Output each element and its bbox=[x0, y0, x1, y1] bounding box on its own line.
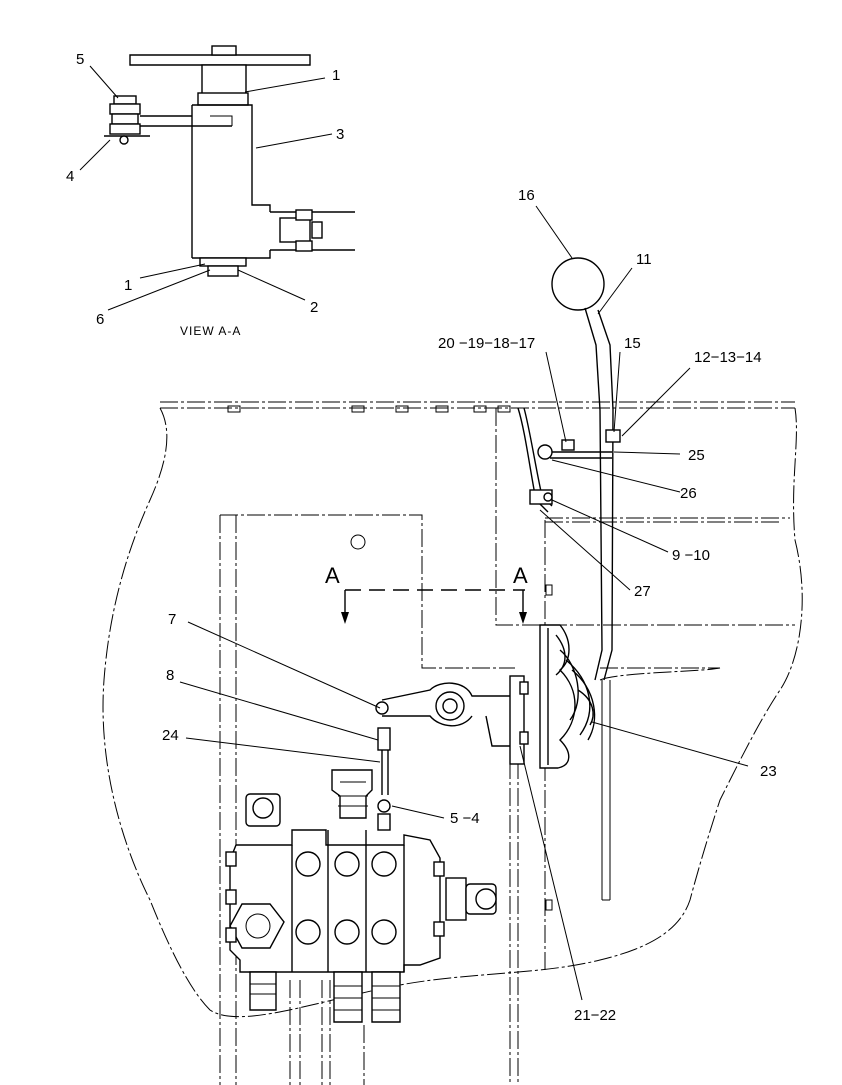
callout-label: 5 bbox=[76, 51, 84, 68]
main-view-leaders bbox=[179, 205, 749, 1001]
callout-label: 24 bbox=[162, 727, 179, 744]
cab-top-edge bbox=[160, 401, 795, 413]
link-rod bbox=[377, 727, 391, 831]
callout-label: 1 bbox=[332, 67, 340, 84]
callout-label: 12−13−14 bbox=[694, 349, 762, 366]
callout-label: 20 −19−18−17 bbox=[438, 335, 535, 352]
boot-assembly bbox=[509, 624, 596, 769]
callout-labels: 1 1 2 3 4 5 6 7 8 24 5 −4 16 11 20 −19−1… bbox=[66, 51, 777, 1024]
section-line-a-a bbox=[341, 589, 527, 624]
callout-label: 1 bbox=[124, 277, 132, 294]
callout-label: 5 −4 bbox=[450, 810, 480, 827]
callout-label: 7 bbox=[168, 611, 176, 628]
callout-label: 8 bbox=[166, 667, 174, 684]
callout-label: 25 bbox=[688, 447, 705, 464]
callout-label: 6 bbox=[96, 311, 104, 328]
section-marker-left: A bbox=[325, 563, 340, 588]
callout-label: 16 bbox=[518, 187, 535, 204]
callout-label: 26 bbox=[680, 485, 697, 502]
cab-outline bbox=[102, 407, 803, 1018]
panel-frame bbox=[219, 514, 515, 1085]
section-markers: A A bbox=[325, 563, 528, 588]
callout-label: 3 bbox=[336, 126, 344, 143]
callout-label: 4 bbox=[66, 168, 74, 185]
view-caption: VIEW A-A bbox=[180, 324, 241, 338]
bellcrank bbox=[375, 682, 510, 747]
callout-label: 23 bbox=[760, 763, 777, 780]
section-marker-right: A bbox=[513, 563, 528, 588]
view-caption-group: VIEW A-A bbox=[180, 324, 241, 338]
callout-label: 9 −10 bbox=[672, 547, 710, 564]
view-a-a-leaders bbox=[79, 65, 333, 311]
callout-label: 21−22 bbox=[574, 1007, 616, 1024]
callout-label: 2 bbox=[310, 299, 318, 316]
control-lever bbox=[551, 257, 614, 901]
valve-bank bbox=[225, 769, 497, 1085]
upper-linkage bbox=[517, 407, 621, 513]
callout-label: 15 bbox=[624, 335, 641, 352]
callout-label: 27 bbox=[634, 583, 651, 600]
view-a-a-detail bbox=[104, 45, 355, 277]
callout-label: 11 bbox=[636, 251, 652, 268]
